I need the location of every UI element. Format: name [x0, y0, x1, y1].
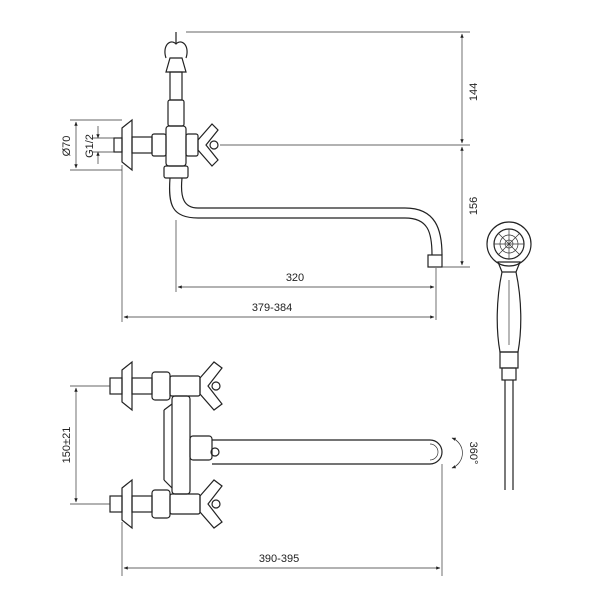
dim-144: 144	[468, 83, 480, 101]
dim-320: 320	[286, 272, 304, 284]
dim-156: 156	[468, 197, 480, 215]
dim-g12: G1/2	[84, 134, 96, 158]
side-view: 144 156 320 379-384 Ø70 G1/2	[61, 31, 480, 322]
hand-shower	[486, 221, 532, 490]
dim-390-395: 390-395	[259, 553, 299, 565]
plan-view: 360° 150±21 390-395	[61, 360, 479, 576]
dim-360: 360°	[467, 442, 479, 465]
dim-o70: Ø70	[61, 136, 73, 157]
dim-379-384: 379-384	[252, 302, 292, 314]
dim-150-21: 150±21	[61, 427, 73, 464]
